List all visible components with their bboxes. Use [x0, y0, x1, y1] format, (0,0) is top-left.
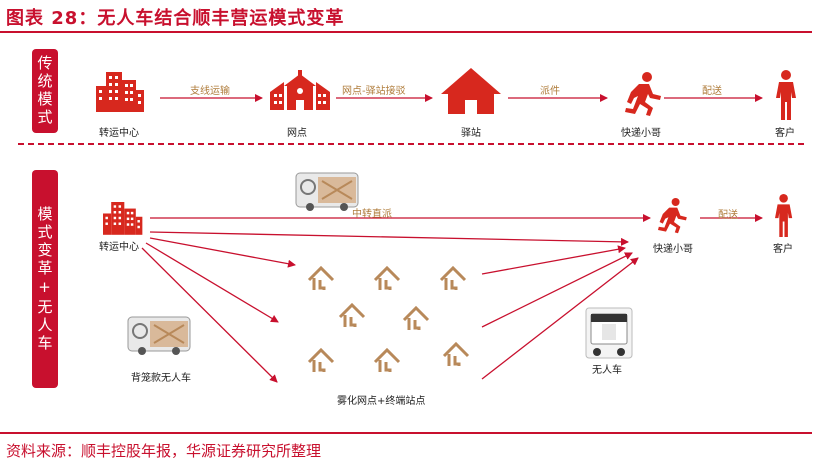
source-rule	[0, 432, 812, 434]
arrow-to-courier-4	[481, 257, 639, 380]
arrow-spread-3	[141, 247, 278, 383]
node-customer: 客户	[775, 128, 795, 139]
reform-mode-label: 模式变革+无人车	[32, 170, 58, 388]
reform-transfer-center: 转运中心	[99, 242, 139, 253]
arrow-spread-1	[149, 237, 296, 268]
van-icon	[127, 316, 191, 355]
house-icon	[307, 266, 335, 292]
runner-icon	[625, 72, 661, 116]
section-divider	[18, 143, 804, 145]
traditional-mode-label: 传统模式	[32, 49, 58, 133]
edge-deliver-label: 配送	[702, 86, 722, 97]
van-icon	[295, 172, 359, 211]
unmanned-vehicle-label: 无人车	[592, 365, 622, 376]
house-icon	[338, 303, 366, 329]
person-icon	[776, 70, 796, 120]
node-courier: 快递小哥	[621, 128, 661, 139]
building-icon	[96, 72, 144, 112]
reform-direct-label: 中转直派	[352, 209, 392, 220]
node-station: 驿站	[461, 128, 481, 139]
network-points	[307, 266, 470, 374]
school-icon	[270, 70, 330, 110]
node-transfer-center: 转运中心	[99, 128, 139, 139]
edge-dispatch-label: 派件	[540, 86, 560, 97]
person-icon	[775, 194, 793, 237]
arrow-to-courier-1	[149, 231, 629, 246]
house-icon	[441, 68, 501, 114]
reform-deliver-label: 配送	[718, 210, 738, 221]
source-note: 资料来源：顺丰控股年报，华源证券研究所整理	[6, 442, 322, 460]
reform-courier: 快递小哥	[653, 244, 693, 255]
house-icon	[307, 348, 335, 374]
edge-trunk-label: 支线运输	[190, 86, 230, 97]
house-icon	[439, 266, 467, 292]
house-icon	[373, 348, 401, 374]
dispersed-points-label: 雾化网点+终端站点	[337, 396, 426, 407]
building-icon	[103, 202, 143, 235]
house-icon	[442, 342, 470, 368]
house-icon	[373, 266, 401, 292]
figure-title: 图表 28：无人车结合顺丰营运模式变革	[6, 8, 345, 29]
house-icon	[402, 306, 430, 332]
delivery-robot-icon	[585, 307, 633, 359]
title-rule	[0, 31, 812, 33]
arrow-to-courier-3	[481, 252, 633, 328]
edge-connect-label: 网点-驿站接驳	[342, 86, 406, 97]
reform-customer: 客户	[773, 244, 793, 255]
arrow-spread-2	[145, 242, 279, 323]
arrow-to-courier-2	[481, 245, 626, 275]
cage-vehicle-label: 背笼款无人车	[131, 373, 191, 384]
node-network-point: 网点	[287, 128, 307, 139]
runner-icon	[658, 198, 687, 234]
